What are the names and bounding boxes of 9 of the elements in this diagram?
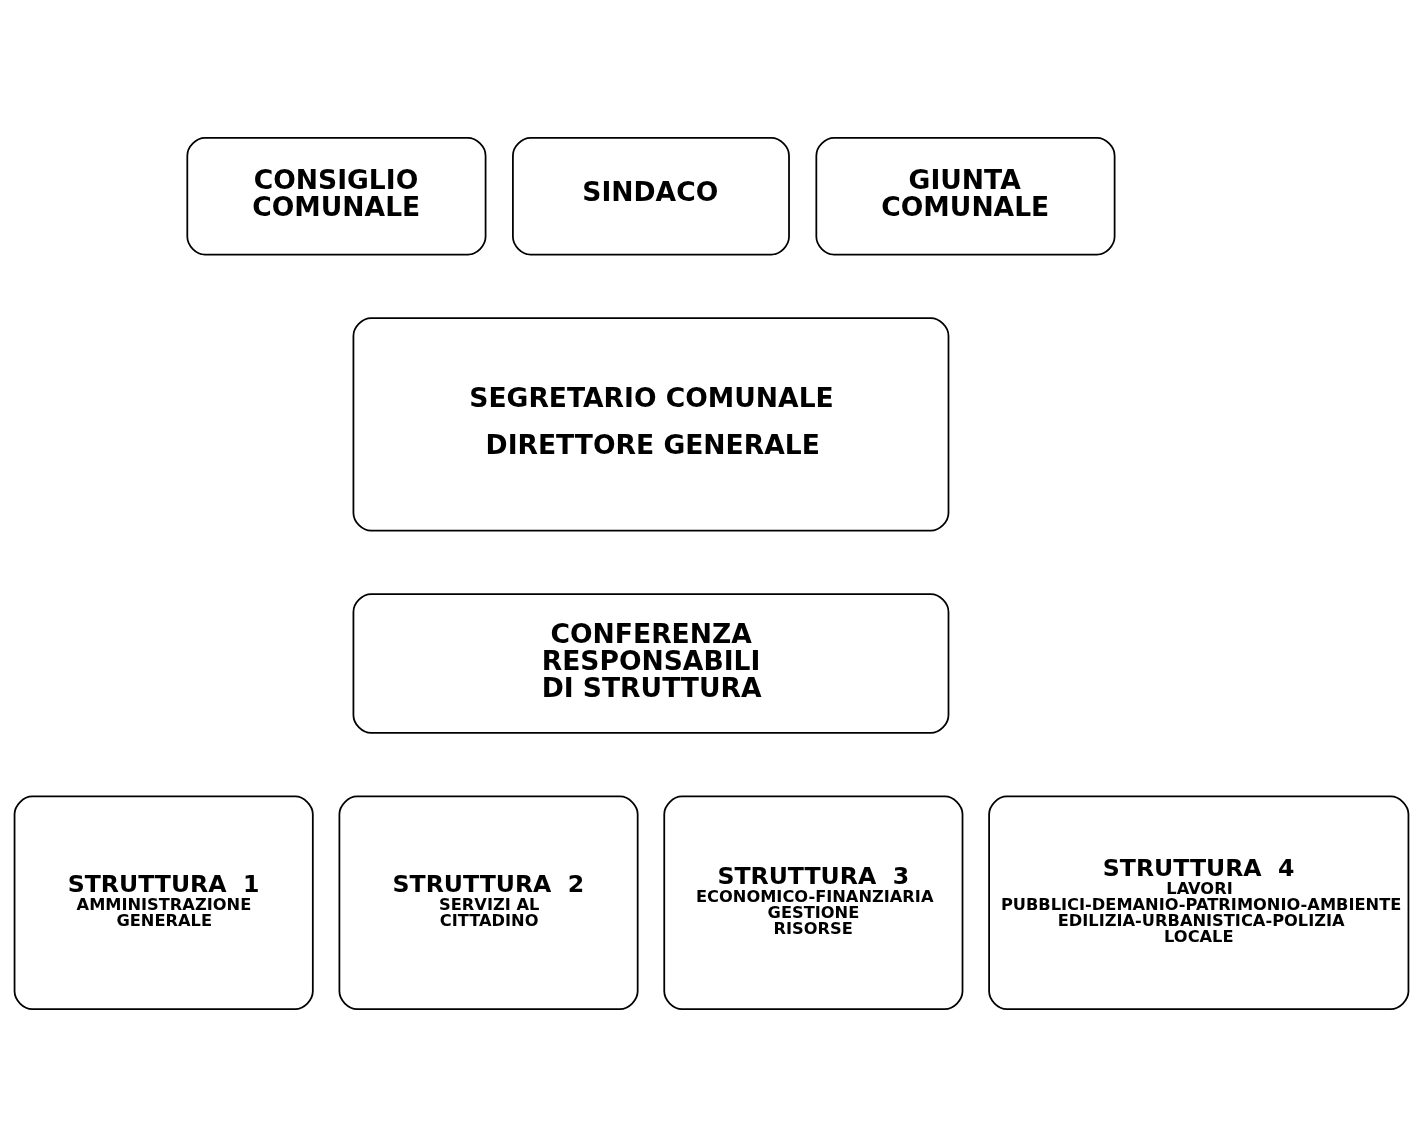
- node-box: SINDACO: [512, 136, 790, 255]
- node-box: STRUTTURA 3 ECONOMICO-FINANZIARIA GESTIONE RISORSE: [663, 795, 964, 1010]
- node-box: STRUTTURA 2 SERVIZI AL CITTADINO: [338, 795, 639, 1010]
- node-box: GIUNTA COMUNALE: [815, 136, 1116, 255]
- node-box: STRUTTURA 1 AMMINISTRAZIONE GENERALE: [13, 795, 314, 1010]
- node-box: SEGRETARIO COMUNALE DIRETTORE GENERALE: [352, 316, 950, 532]
- node-box: CONFERENZA RESPONSABILI DI STRUTTURA: [352, 592, 950, 734]
- node-box: CONSIGLIO COMUNALE: [186, 136, 487, 255]
- node-box: STRUTTURA 4 LAVORI PUBBLICI-DEMANIO-PATRIMONIO-AMBIENTE EDILIZIA-URBANISTICA-POLIZIA LOCALE: [988, 795, 1410, 1010]
